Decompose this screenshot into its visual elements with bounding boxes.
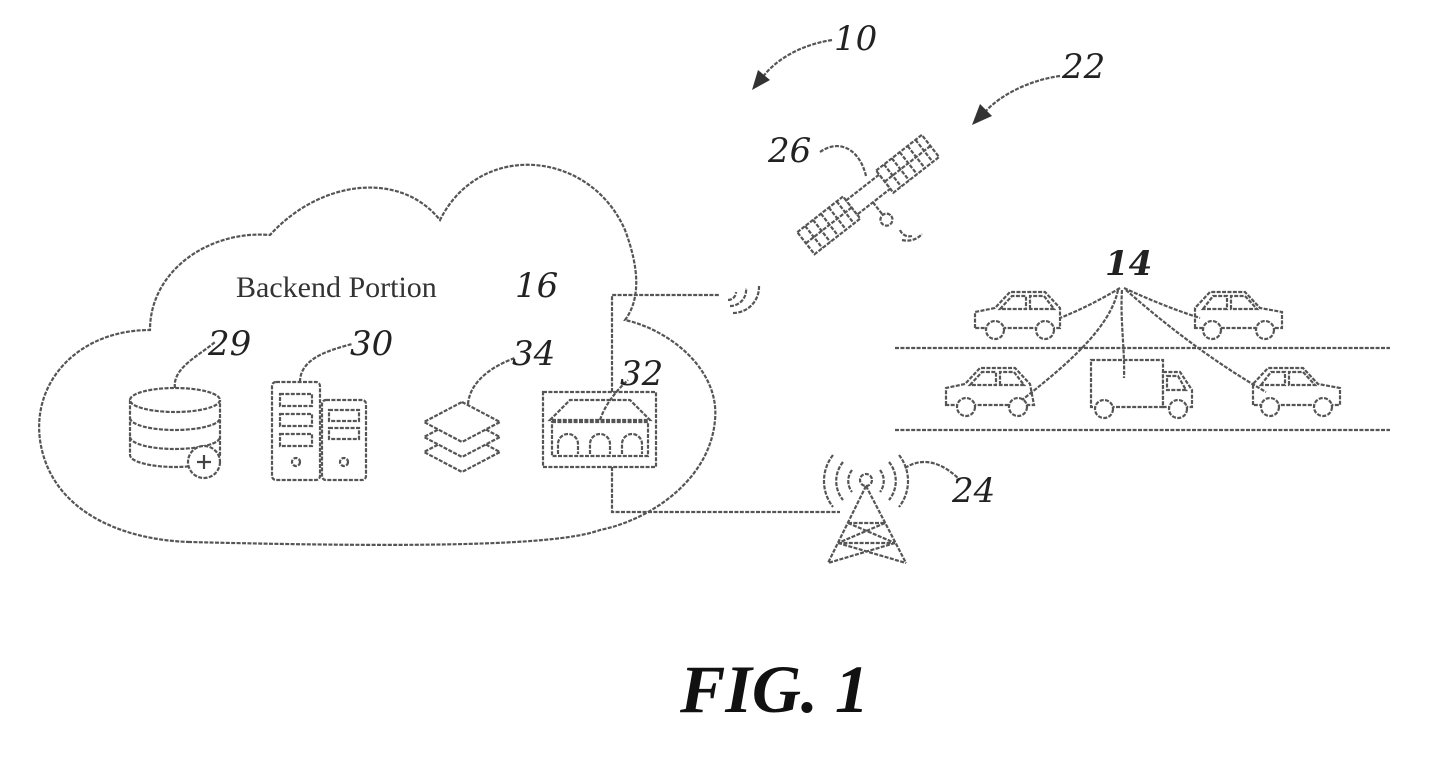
car-icon [1195,292,1282,339]
satellite-icon [797,135,953,272]
vehicle-leader [1124,288,1200,318]
servers-ref: 30 [350,324,393,364]
layers-ref: 34 [512,334,555,374]
gateway-icon [543,392,656,467]
cell-tower-icon [824,455,908,563]
satellite-leader [820,146,866,176]
gateway-ref: 32 [620,354,663,394]
figure-title: FIG. 1 [679,651,869,727]
positioning-ref: 22 [1061,47,1105,87]
server-tower-icon [272,382,366,480]
system-ref-arrow [762,40,832,78]
layers-leader [468,358,515,404]
tower-link-line [612,467,840,512]
truck-icon [1091,360,1192,418]
car-icon [1253,368,1340,416]
car-icon [975,292,1060,339]
vehicles-ref: 14 [1105,244,1152,284]
car-icon [946,368,1034,416]
vehicle-leader [1060,288,1120,318]
backend-ref: 16 [515,266,558,306]
layers-icon [424,402,500,472]
satellite-signal-icon [900,230,922,241]
wireless-signal-icon [728,286,759,313]
database-ref: 29 [207,324,251,364]
backend-portion-label: Backend Portion [236,271,437,304]
system-ref-arrowhead [752,70,770,90]
system-ref: 10 [834,19,877,59]
server-leader [300,344,352,382]
database-icon [130,388,220,478]
satellite-ref: 26 [767,131,811,171]
positioning-ref-arrow [985,76,1060,112]
tower-ref: 24 [951,471,995,511]
